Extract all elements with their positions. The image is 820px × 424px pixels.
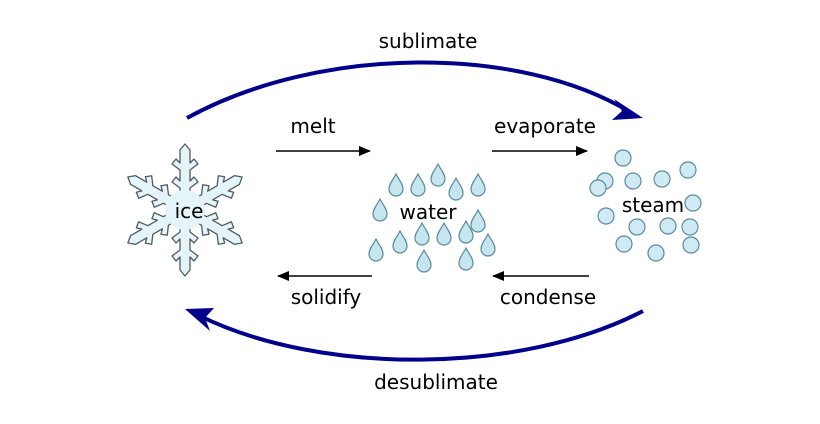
water-droplets-icon xyxy=(368,162,496,273)
steam-bubble xyxy=(647,244,665,262)
steam-bubble xyxy=(659,217,677,235)
steam-bubble xyxy=(653,170,671,188)
water-drop xyxy=(448,176,464,201)
steam-bubble xyxy=(615,235,633,253)
steam-bubble xyxy=(679,161,697,179)
water-label: water xyxy=(400,200,458,224)
desublimate-arc xyxy=(199,309,644,362)
steam-bubble xyxy=(681,218,699,236)
water-drop xyxy=(470,208,486,233)
water-drop xyxy=(372,197,388,222)
steam-bubble xyxy=(682,236,700,254)
water-drop xyxy=(414,221,430,246)
sublimate-arrowhead xyxy=(612,99,643,120)
water-drop xyxy=(436,221,452,246)
snowflake-icon xyxy=(120,143,250,277)
water-drop xyxy=(458,246,474,271)
steam-bubble xyxy=(628,218,646,236)
desublimate-arrowhead xyxy=(185,308,214,331)
water-drop xyxy=(480,232,496,257)
solidify-label: solidify xyxy=(291,285,362,309)
steam-bubble xyxy=(684,194,702,212)
melt-label: melt xyxy=(290,114,335,138)
sublimate-arc xyxy=(186,60,632,120)
water-drop xyxy=(416,248,432,273)
steam-bubbles-icon xyxy=(589,149,702,262)
water-drop xyxy=(458,219,474,244)
condense-label: condense xyxy=(500,285,596,309)
water-drop xyxy=(368,237,384,262)
evaporate-label: evaporate xyxy=(494,114,596,138)
water-drop xyxy=(392,229,408,254)
steam-bubble xyxy=(614,149,632,167)
water-drop xyxy=(470,172,486,197)
desublimate-label: desublimate xyxy=(374,370,498,394)
sublimate-label: sublimate xyxy=(379,29,478,53)
steam-bubble xyxy=(624,172,642,190)
steam-label: steam xyxy=(622,193,684,217)
water-drop xyxy=(388,172,404,197)
ice-label: ice xyxy=(175,199,204,223)
steam-bubble xyxy=(597,207,615,225)
water-drop xyxy=(410,172,426,197)
water-drop xyxy=(430,162,446,187)
steam-bubble xyxy=(589,179,607,197)
